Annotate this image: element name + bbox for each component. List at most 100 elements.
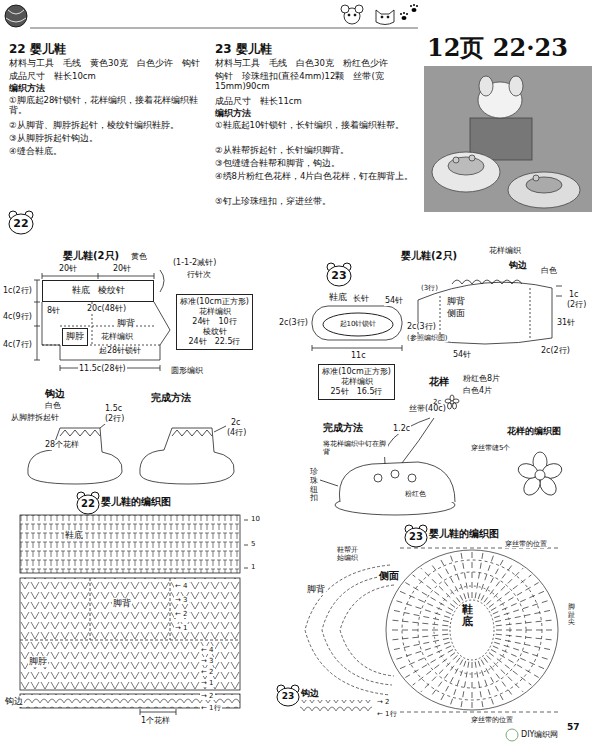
text-label: 成品尺寸 鞋长11cm [214,96,303,106]
finished-shoe-23 [391,470,399,478]
text-label: → 2 [376,698,391,706]
photo [424,66,592,212]
text-label: 2c(3行) [406,322,437,332]
chart-23 [300,700,372,712]
text-label: ①脚底起28针锁针，花样编织，接着花样编织鞋背。 [8,95,210,115]
flower-motif [445,395,459,409]
text-label: 穿丝带的位置 [504,540,548,548]
chart-23 [487,655,524,691]
chart-23 [405,583,453,611]
text-label: 从脚脖拆起针 [10,413,60,423]
chart-22 [244,520,248,568]
photo [432,152,500,192]
text-label: 鞋帮开始编织 [336,546,364,563]
chart-23 [496,620,555,626]
chart-23 [475,553,483,599]
chart-23 [389,620,448,626]
photo [508,172,580,208]
chart-23 [399,646,451,669]
text-label: 白色 [44,401,62,411]
finished-shoe-23 [374,474,382,482]
text-label: 钩边 [300,688,320,699]
chart-22 [20,515,248,715]
text-label: 钩边 [44,388,66,400]
chart-22 [20,578,240,640]
finished-shoe-23 [385,418,434,464]
finished-shoe-23 [320,480,338,486]
photo [509,76,523,96]
badge-head [77,495,99,514]
text-label: 成品尺寸 鞋长10cm [8,71,97,81]
node-body: 23 [282,691,295,702]
node-body: 23 [409,531,423,544]
text-label: 白色 [540,266,558,276]
node-text: 23 [331,269,346,283]
schematic-23 [312,280,562,351]
text-label: ③包缝缝合鞋帮和脚背，钩边。 [214,158,341,168]
text-label: 钩针 珍珠纽扣(直径4mm)12颗 丝带(宽15mm)90cm [214,71,421,91]
header-decor [354,14,356,16]
text-label: 1个花样 [140,716,171,726]
text-label: ← 4 [200,646,215,654]
header-decor [5,4,418,28]
finished-shoe-22 [172,430,212,436]
chart-23 [440,660,463,702]
node-body: 22 [13,217,28,231]
chart-23 [472,552,473,598]
node-text: 花样编织 [180,307,249,317]
schematic-22 [34,270,170,371]
text-label: 花样编织 [488,246,522,256]
chart-22 [140,709,176,715]
node-body: 22 [81,498,95,511]
text-label: 将花样编织中钉在脚背 [322,440,388,457]
text-label: 丝带(40c) [408,404,447,414]
text-label: 粉红色 [404,490,427,498]
chart-23 [495,610,553,622]
node-body: 23 [331,269,346,283]
flower-motif [448,403,452,409]
header-decor [355,5,363,13]
chart-23 [400,548,560,712]
sole-oval: 起10针锁针 [322,312,394,337]
text-label: → 3 [200,657,215,665]
text-label: 8针 [46,306,61,316]
chart-23 [391,638,449,650]
header-decor [413,4,415,6]
text-label: 4c(7行) [2,340,33,350]
text-label: 鞋底 [64,530,84,541]
chart-23 [421,655,458,691]
node-body: 鞋底棱纹针 [72,285,125,296]
chart-22 [20,578,240,690]
chart-23 [430,658,460,698]
chart-22 [20,515,240,573]
text-label: 1c [568,290,580,300]
finished-shoe-22 [214,426,226,432]
photo [479,76,493,96]
sole-piece: 鞋底棱纹针 [42,280,154,302]
text-label: 完成方法 [150,392,192,404]
schematic-22 [34,280,40,360]
header-decor [381,16,383,18]
node-text: 起10针锁针 [340,320,377,329]
text-label: → 1 [200,679,215,687]
text-label: 31针 [556,318,576,328]
text-label: 材料与工具 毛线 黄色30克 白色少许 钩针 [8,58,215,68]
chart-23 [478,661,494,705]
text-label: ← 1行 [200,704,222,712]
text-label: 20c(48针) [86,304,127,314]
text-label: 10 [250,515,261,523]
chart-23 [388,552,556,708]
photo [448,157,484,175]
node-text: 23 [409,531,423,544]
chart-23 [440,558,463,600]
text-label: 材料与工具 毛线 白色30克 粉红色少许 [214,58,421,68]
text-label: 婴儿鞋的编织图 [428,528,500,540]
text-label: 1 [250,563,256,571]
text-label: (3行) [420,284,439,292]
node-text: 24针 10行 [180,317,249,327]
flower-motif [535,470,545,480]
gauge-box: 标准(10cm正方形)花样编织24针 10行棱纹针24针 22.5行 [176,294,253,350]
text-label: 11.5c(28针) [78,364,127,374]
finished-shoe-22 [28,428,122,484]
header-decor [341,5,349,13]
